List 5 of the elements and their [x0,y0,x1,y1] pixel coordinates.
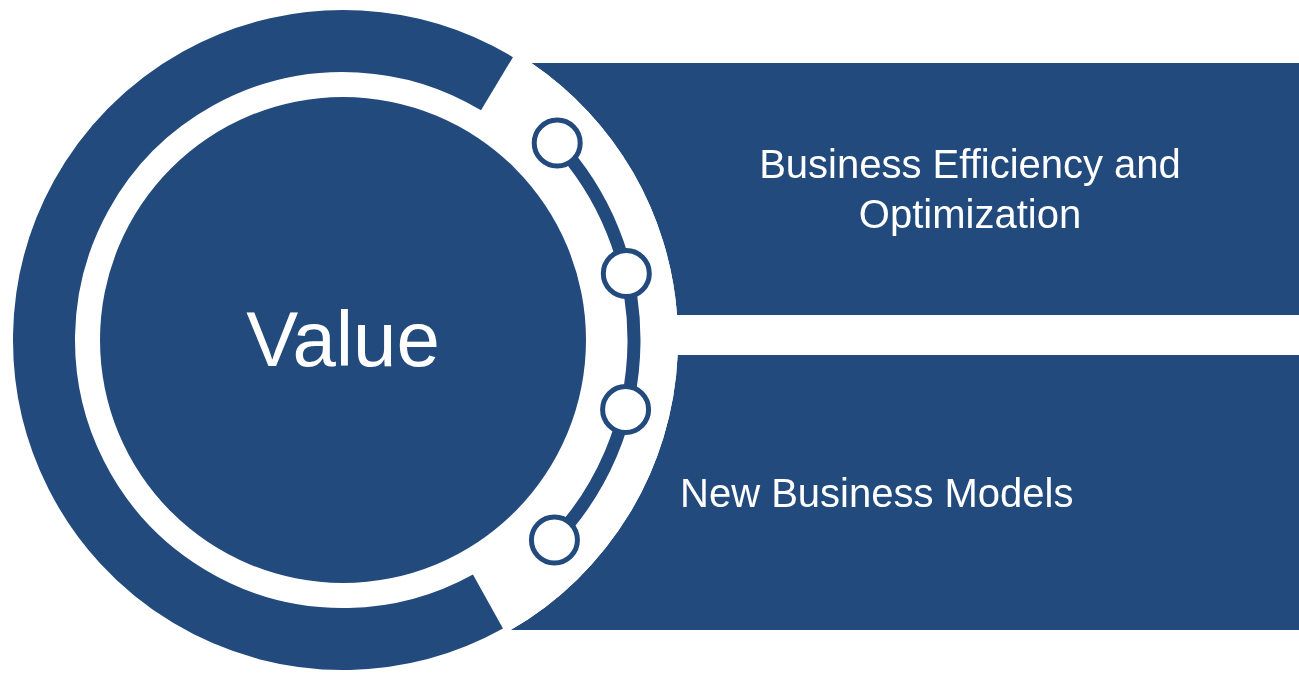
curved-band [530,63,1299,315]
band-label: Business Efficiency and Optimization [758,141,1182,238]
band-label: New Business Models [680,469,1075,517]
curved-band [510,355,1299,630]
circle-label: Value [245,294,441,386]
